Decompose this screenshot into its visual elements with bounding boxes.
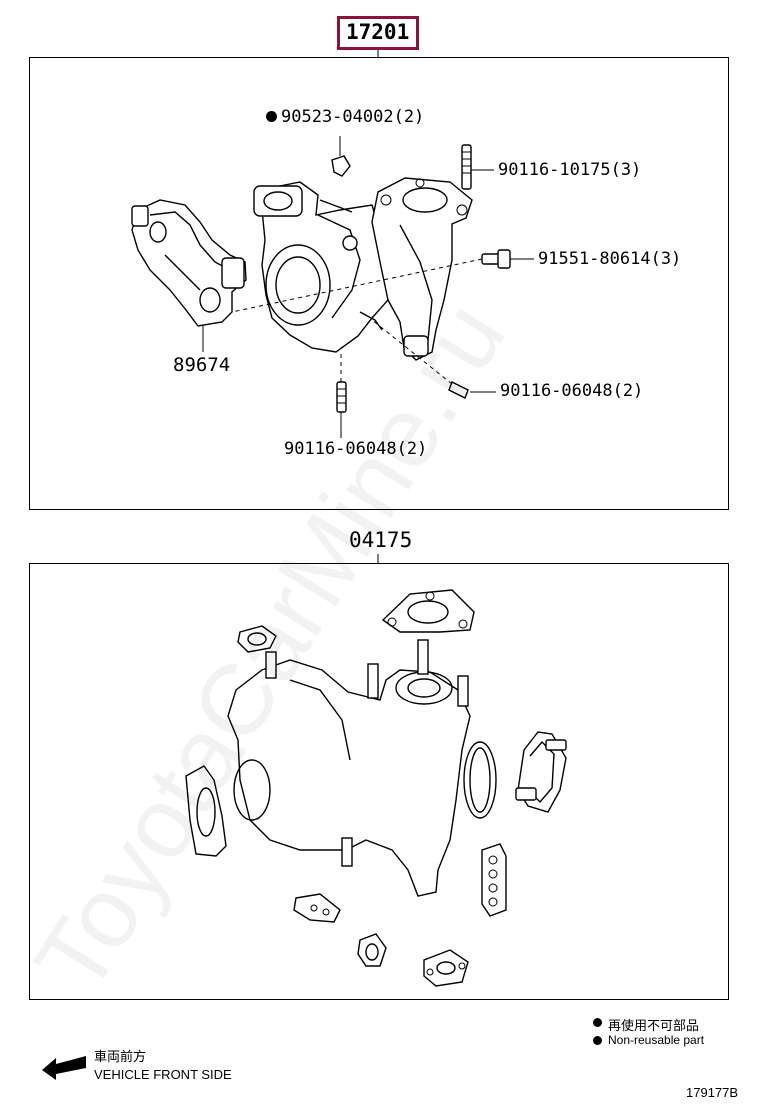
stud-right-part (448, 381, 469, 399)
union-fitting-part (357, 933, 387, 967)
turbocharger-assembly-drawing (131, 50, 534, 438)
non-reusable-dot (266, 111, 277, 122)
legend-dot-en (593, 1036, 602, 1045)
front-arrow-icon (42, 1056, 86, 1080)
stud-top-part (461, 144, 472, 190)
group-number-highlight (337, 16, 419, 50)
clip-part (331, 155, 351, 177)
orientation-label-en: VEHICLE FRONT SIDE (94, 1067, 232, 1082)
lower-gasket-right-part (423, 949, 469, 987)
ring-gasket-part (463, 741, 497, 819)
lower-gasket-left-part (293, 893, 341, 923)
group-number-04175[interactable]: 04175 (349, 528, 413, 552)
legend-non-reusable-en: Non-reusable part (608, 1033, 705, 1047)
gasket-kit-frame (29, 563, 729, 1000)
turbocharger-body-part (253, 181, 393, 353)
stud-bottom-part (336, 381, 347, 413)
part-label-90116-10175[interactable]: 90116-10175(3) (498, 160, 642, 180)
small-gasket-part (237, 625, 277, 653)
part-label-90523-04002[interactable]: 90523-04002(2) (281, 107, 425, 127)
triangle-gasket-part (381, 589, 475, 633)
part-label-90116-06048-right[interactable]: 90116-06048(2) (500, 381, 644, 401)
oil-gasket-part (481, 843, 507, 917)
part-label-91551-80614[interactable]: 91551-80614(3) (538, 249, 682, 269)
gasket-kit-drawing (185, 554, 567, 987)
left-flange-gasket-part (185, 765, 227, 857)
legend-non-reusable-jp: 再使用不可部品 (608, 1018, 700, 1033)
v-band-clamp-part (515, 731, 567, 813)
figure-id: 179177B (686, 1085, 739, 1100)
exhaust-flange-part (371, 177, 473, 361)
group-number-17201[interactable]: 17201 (346, 20, 410, 44)
assembly-frame (29, 57, 729, 510)
turbo-outline-part (227, 639, 471, 897)
part-label-90116-06048-bottom[interactable]: 90116-06048(2) (284, 439, 428, 459)
legend-dot-jp (593, 1018, 602, 1027)
part-label-89674[interactable]: 89674 (173, 354, 231, 376)
bolt-part (481, 249, 511, 269)
orientation-label-jp: 車両前方 (94, 1049, 147, 1064)
outlet-elbow-part (131, 199, 247, 327)
